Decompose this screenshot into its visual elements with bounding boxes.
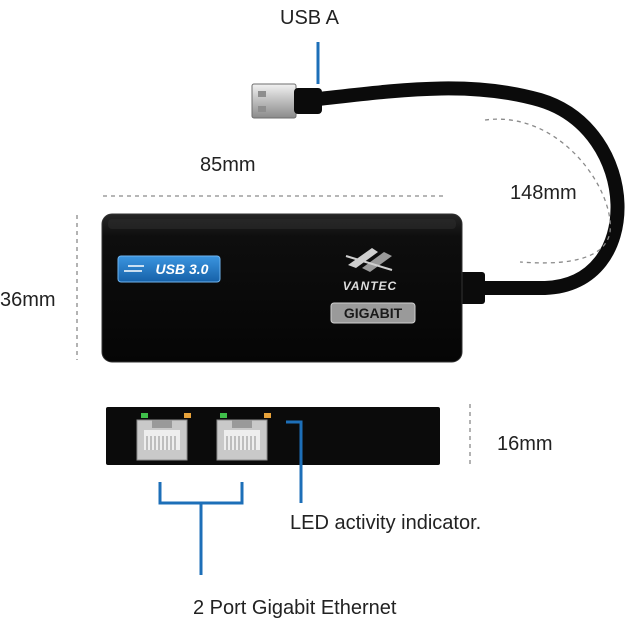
led-orange-1 <box>184 413 191 418</box>
width-label: 85mm <box>200 154 256 176</box>
usb3-badge-text: USB 3.0 <box>156 261 209 277</box>
usb-a-plug <box>251 83 322 119</box>
cable-length-label: 148mm <box>510 182 577 204</box>
led-orange-2 <box>264 413 271 418</box>
led-activity-label: LED activity indicator. <box>290 512 482 534</box>
ethernet-port-1 <box>136 413 191 461</box>
height-label: 36mm <box>0 289 56 311</box>
cable-strain-relief <box>457 272 485 304</box>
usb3-badge: USB 3.0 <box>117 255 221 283</box>
led-pointer <box>286 420 303 503</box>
ethernet-pointer <box>158 482 244 575</box>
adapter-side-view <box>106 407 440 465</box>
usb-a-label: USB A <box>280 7 339 29</box>
depth-label: 16mm <box>497 433 553 455</box>
adapter-body <box>101 213 463 363</box>
vantec-logo-text: VANTEC <box>343 279 397 293</box>
gigabit-text: GIGABIT <box>344 305 403 321</box>
ethernet-label: 2 Port Gigabit Ethernet <box>193 597 397 619</box>
ethernet-port-2 <box>216 413 271 461</box>
led-green-1 <box>141 413 148 418</box>
led-green-2 <box>220 413 227 418</box>
usb-cable <box>311 81 625 295</box>
vantec-logo: VANTEC <box>343 248 397 293</box>
gigabit-plate: GIGABIT <box>330 302 416 324</box>
cable-length-guide <box>484 118 611 264</box>
